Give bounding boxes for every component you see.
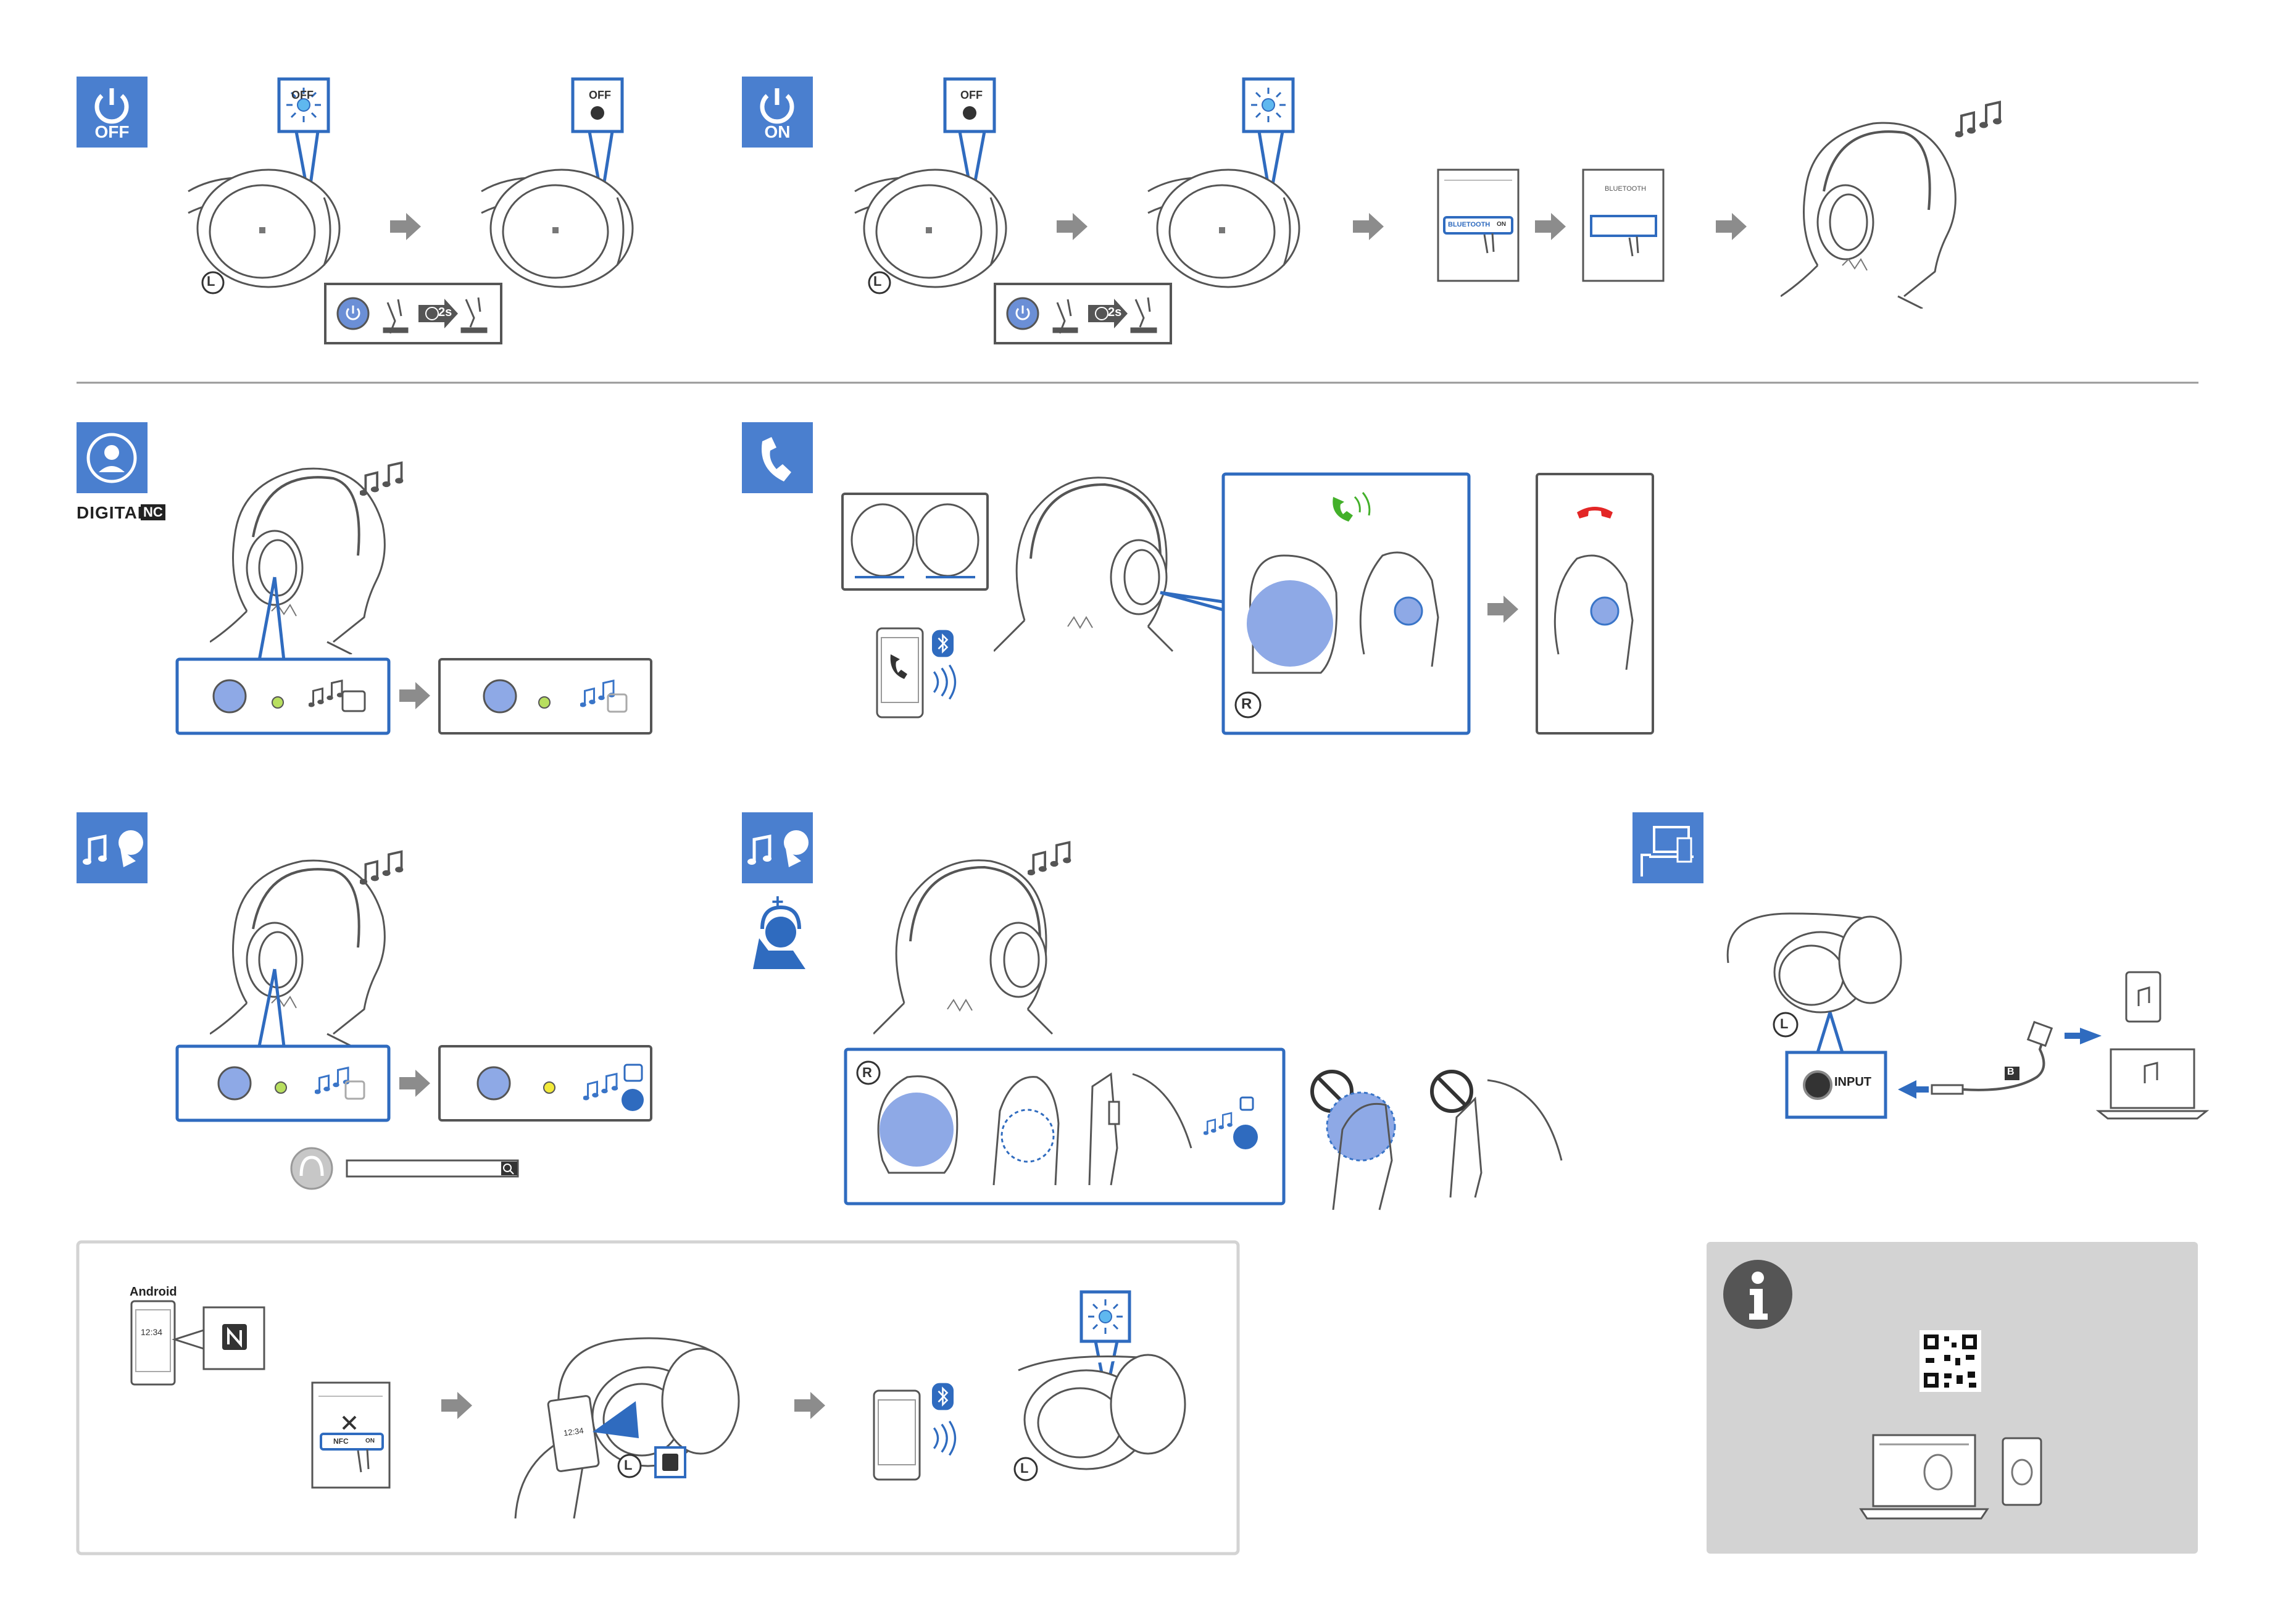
voice-icon: [1233, 1125, 1258, 1149]
listener-head-illustration: [210, 468, 385, 654]
listener-head-illustration: [873, 860, 1052, 1034]
ambient-led-icon: [544, 1082, 555, 1093]
left-side-label: L: [207, 273, 215, 289]
headphone-left-illustration: [855, 170, 1006, 287]
left-side-label: L: [1780, 1016, 1788, 1032]
wired-tile: [1632, 812, 1703, 883]
wireless-waves-icon: [934, 665, 955, 699]
headphone-left-illustration: [481, 170, 633, 287]
device-list-row: [1591, 216, 1656, 236]
app-search-field[interactable]: [347, 1160, 518, 1176]
nfc-setting-label: NFC: [333, 1437, 349, 1446]
hold-duration-label: 2s: [438, 306, 452, 320]
bluetooth-icon: [932, 630, 954, 657]
cable-type-label: B: [2007, 1067, 2015, 1078]
nc-button-icon: [218, 1067, 251, 1099]
smartphone-icon: [2126, 972, 2160, 1022]
info-section: [1707, 1242, 2198, 1554]
nc-button-icon: [478, 1067, 510, 1099]
wired-section: [1632, 812, 2206, 1118]
call-section: [742, 422, 1653, 733]
step-arrow-icon: [1487, 596, 1518, 623]
left-side-label: L: [1020, 1460, 1028, 1476]
ambient-section: [77, 812, 651, 1189]
headphone-left-illustration: [188, 170, 339, 287]
bluetooth-icon: [932, 1383, 954, 1410]
indicator-callout-off: [945, 79, 994, 131]
nfc-icon: [662, 1454, 678, 1471]
right-side-label: R: [1241, 696, 1252, 713]
nfc-setting-state: ON: [365, 1438, 375, 1444]
indicator-led-icon: [1251, 88, 1286, 122]
step-arrow-icon: [1353, 213, 1384, 240]
nc-led-icon: [275, 1082, 286, 1093]
music-notes-icon: [1027, 843, 1071, 875]
connect-arrow-icon: [2080, 1028, 2102, 1044]
digital-nc-logo-suffix: NC: [141, 504, 165, 520]
bluetooth-setting-state: ON: [1497, 221, 1506, 228]
nc-after-panel: [439, 659, 651, 733]
nc-button-icon: [484, 680, 516, 712]
input-jack-label: INPUT: [1834, 1075, 1871, 1089]
touch-sensor-area: [1247, 580, 1333, 667]
headphones-folded-illustration: [1728, 914, 1901, 1012]
laptop-icon: [2111, 1049, 2194, 1108]
indicator-state-label: OFF: [960, 89, 983, 102]
listener-head-illustration: [1781, 123, 1955, 309]
indicator-state-label: OFF: [589, 89, 611, 102]
nc-led-icon: [272, 697, 283, 708]
nc-before-panel: [177, 659, 389, 733]
bluetooth-setting-label: BLUETOOTH: [1448, 221, 1490, 228]
power-off-tile-label: OFF: [77, 122, 148, 142]
listener-head-illustration: [994, 478, 1173, 651]
power-off-section: [77, 77, 633, 343]
smartphone-icon: [874, 1391, 920, 1480]
prohibited-grip-illustration: [1312, 1072, 1395, 1210]
power-on-section: [742, 77, 2002, 343]
plug-in-arrow-icon: [1898, 1080, 1916, 1099]
indicator-off-dot: [963, 106, 976, 120]
input-jack-icon: [1804, 1072, 1831, 1099]
hand-on-ear-icon: [753, 907, 805, 969]
music-notes-icon: [1955, 102, 2002, 138]
headphone-left-illustration: [1148, 170, 1299, 287]
nfc-section: [78, 1242, 1238, 1554]
listener-head-illustration: [210, 860, 385, 1046]
right-side-label: R: [862, 1065, 872, 1081]
music-notes-icon: [359, 463, 403, 496]
step-arrow-icon: [390, 213, 421, 240]
help-guide-laptop-icon: [1861, 1435, 1987, 1518]
android-phone-time: 12:34: [141, 1327, 162, 1337]
step-arrow-icon: [399, 1070, 430, 1097]
indicator-led-icon: [1088, 1299, 1123, 1334]
quick-attention-section: +: [742, 812, 1562, 1210]
prohibited-touch-illustration: [1432, 1072, 1562, 1197]
step-arrow-icon: [399, 682, 430, 709]
music-notes-icon: [359, 852, 403, 885]
hold-duration-label: 2s: [1108, 306, 1121, 320]
indicator-callout-off: [573, 79, 622, 131]
digital-nc-logo-text: DIGITAL: [77, 503, 149, 523]
indicator-off-dot: [591, 106, 604, 120]
qr-code-icon: [1919, 1330, 1981, 1392]
step-arrow-icon: [1057, 213, 1088, 240]
nc-led-icon: [539, 697, 550, 708]
touch-sensor-area: [880, 1093, 954, 1167]
power-on-tile-label: ON: [742, 122, 813, 142]
android-label: Android: [130, 1285, 177, 1299]
noise-cancel-section: [77, 422, 651, 733]
headphones-app-icon[interactable]: [291, 1148, 332, 1189]
voice-icon: [622, 1089, 644, 1111]
indicator-state-label: OFF: [291, 89, 314, 102]
help-guide-phone-icon: [2003, 1438, 2041, 1505]
nc-button-icon: [214, 680, 246, 712]
audio-cable-illustration: [1932, 1022, 2052, 1094]
call-tile: [742, 422, 813, 493]
phone-screen-title: BLUETOOTH: [1605, 185, 1646, 193]
step-arrow-icon: [1535, 213, 1566, 240]
step-arrow-icon: [1716, 213, 1747, 240]
left-side-label: L: [624, 1457, 632, 1473]
left-side-label: L: [873, 273, 881, 289]
